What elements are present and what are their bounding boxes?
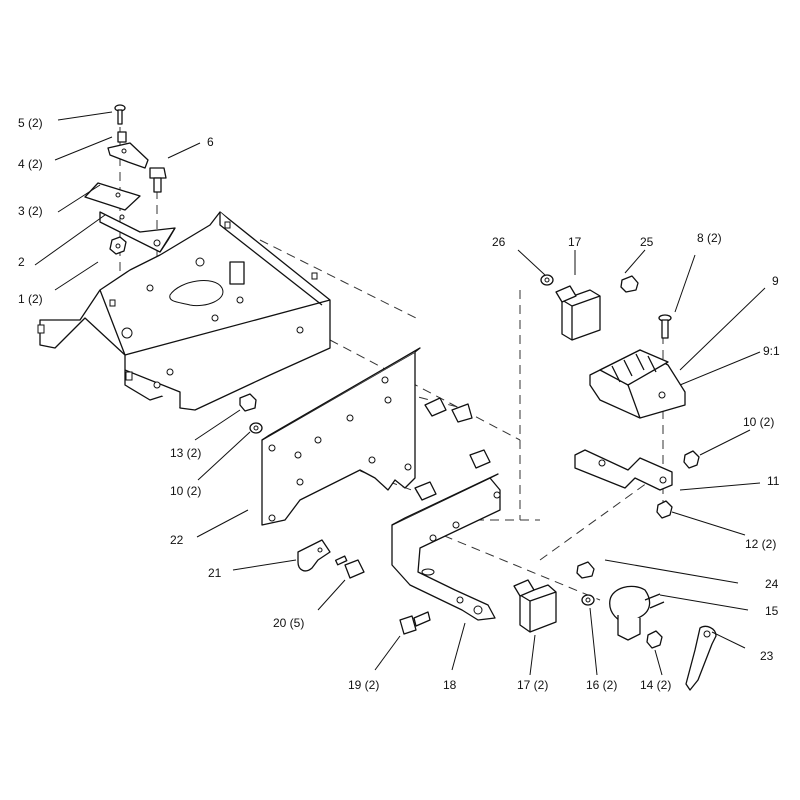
callout-23: 23 xyxy=(760,649,774,663)
washer-part-10 xyxy=(249,422,263,434)
callout-14: 14 (2) xyxy=(640,678,671,692)
callout-4: 4 (2) xyxy=(18,157,43,171)
callout-leader-lines xyxy=(34,111,766,676)
callout-5: 5 (2) xyxy=(18,116,43,130)
bolt-part-19 xyxy=(399,611,431,635)
switch-mount-bracket-part xyxy=(99,211,176,253)
callout-15: 15 xyxy=(765,604,779,618)
callout-26: 26 xyxy=(492,235,506,249)
callout-11: 11 xyxy=(767,474,780,488)
angle-bracket-part xyxy=(391,473,501,621)
callout-25: 25 xyxy=(640,235,654,249)
callout-6: 6 xyxy=(207,135,214,149)
terminal-bracket-part xyxy=(574,449,673,491)
callout-9-1: 9:1 xyxy=(763,344,780,358)
callout-2: 2 xyxy=(18,255,25,269)
callout-18: 18 xyxy=(443,678,457,692)
bolt-part-13 xyxy=(239,393,257,412)
callout-10-right: 10 (2) xyxy=(743,415,774,429)
screw-part-8 xyxy=(658,314,672,339)
screw-part-5 xyxy=(114,104,126,125)
callout-12: 12 (2) xyxy=(745,537,776,551)
callout-labels: 5 (2) 4 (2) 3 (2) 2 1 (2) 6 26 17 25 8 (… xyxy=(18,116,780,692)
insulator-plate-part xyxy=(84,182,141,211)
terminal-block-part xyxy=(589,349,686,419)
callout-3: 3 (2) xyxy=(18,204,43,218)
callout-17-lower: 17 (2) xyxy=(517,678,548,692)
solenoid-part xyxy=(609,585,665,641)
nut-part-1 xyxy=(109,236,127,255)
relay-part-lower xyxy=(513,579,557,633)
mounting-plate-part xyxy=(261,347,421,526)
nut-part-12 xyxy=(656,500,673,519)
washer-part-26 xyxy=(540,274,554,286)
callout-21: 21 xyxy=(208,566,222,580)
callout-17-upper: 17 xyxy=(568,235,582,249)
nut-part-14 xyxy=(646,630,663,649)
callout-16: 16 (2) xyxy=(586,678,617,692)
callout-8: 8 (2) xyxy=(697,231,722,245)
callout-24: 24 xyxy=(765,577,779,591)
bolt-group-plate xyxy=(414,397,491,501)
callout-20: 20 (5) xyxy=(273,616,304,630)
relay-part-upper xyxy=(555,285,601,341)
micro-switch-part xyxy=(107,131,149,169)
screw-part-24 xyxy=(576,561,595,579)
screw-part-25 xyxy=(620,275,639,293)
callout-9: 9 xyxy=(772,274,779,288)
callout-22: 22 xyxy=(170,533,184,547)
bolt-part-20 xyxy=(334,555,365,579)
callout-19: 19 (2) xyxy=(348,678,379,692)
washer-part-16 xyxy=(581,594,595,606)
bolt-part-6 xyxy=(149,167,167,193)
base-plate-part xyxy=(37,211,331,411)
washer-part-10-right xyxy=(683,450,700,469)
callout-1: 1 (2) xyxy=(18,292,43,306)
callout-10-left: 10 (2) xyxy=(170,484,201,498)
cable-clamp-part xyxy=(297,539,331,572)
callout-13: 13 (2) xyxy=(170,446,201,460)
cable-terminal-part xyxy=(685,625,717,691)
